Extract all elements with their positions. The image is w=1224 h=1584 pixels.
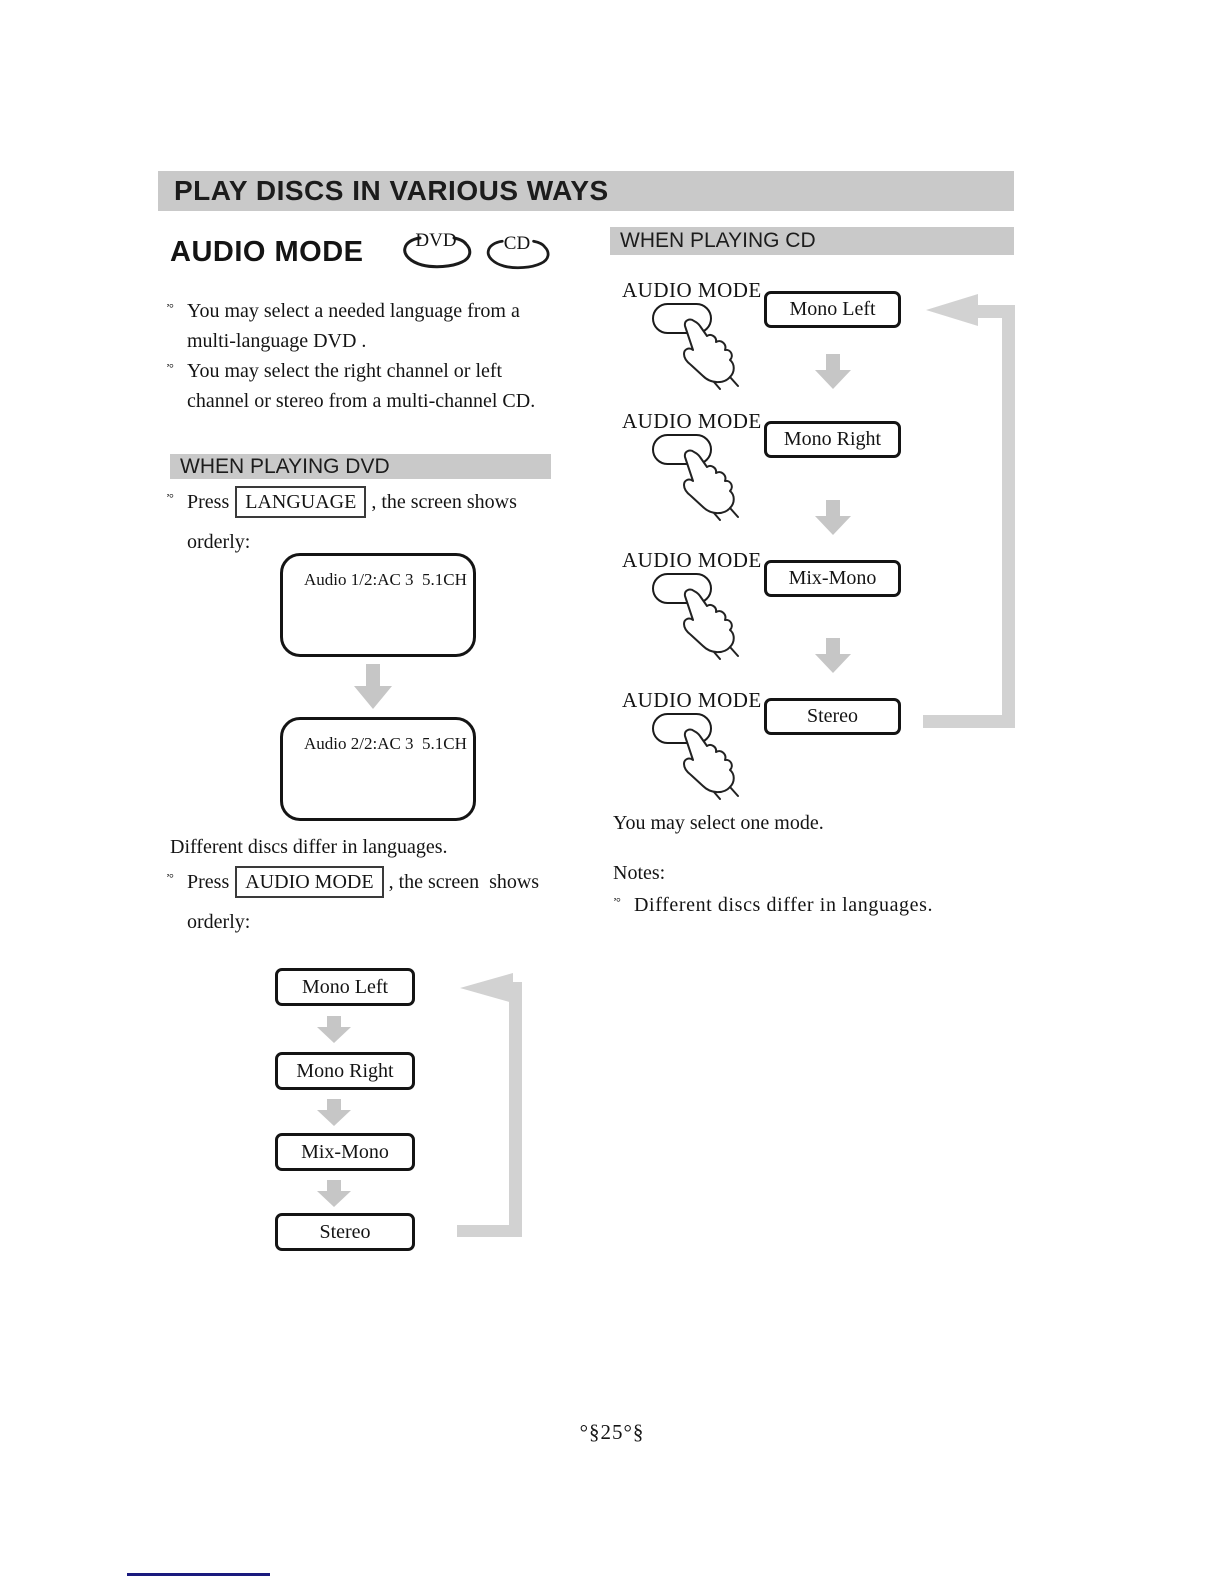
bullet-icon: ʼ° <box>166 871 174 885</box>
mode-box-mono-left: Mono Left <box>275 968 415 1006</box>
pressing-hand-icon <box>683 449 739 521</box>
page-title: PLAY DISCS IN VARIOUS WAYS <box>158 171 1014 211</box>
notes-title: Notes: <box>613 862 666 884</box>
loop-arrowhead-icon <box>923 294 978 326</box>
cd-badge-icon: CD <box>482 233 552 281</box>
cd-step-row: AUDIO MODE Mono Right <box>622 409 922 521</box>
note-item: ʼ° Different discs differ in languages. <box>613 890 1013 920</box>
select-mode-text: You may select one mode. <box>613 812 824 834</box>
down-arrow-icon <box>815 354 851 389</box>
instruction-text: orderly: <box>187 911 251 933</box>
bullet-icon: ʼ° <box>166 361 174 375</box>
audio-mode-button-icon <box>652 573 712 604</box>
down-arrow-icon <box>317 1099 351 1126</box>
section-header-dvd: WHEN PLAYING DVD <box>170 454 551 479</box>
bullet-text: You may select the right channel or left… <box>187 360 536 412</box>
bullet-icon: ʼ° <box>166 301 174 315</box>
down-arrow-icon <box>354 664 392 709</box>
down-arrow-icon <box>317 1180 351 1207</box>
press-prefix: Press <box>187 491 230 513</box>
loop-arrowhead-icon <box>457 973 513 1003</box>
mode-box-mono-left: Mono Left <box>764 291 901 328</box>
osd-text: Audio 1/2:AC 3 5.1CH <box>304 570 467 589</box>
bullet-icon: ʼ° <box>166 491 174 505</box>
loop-line-vertical <box>1002 305 1015 728</box>
intro-bullets: ʼ° You may select a needed language from… <box>166 296 558 416</box>
note-text: Different discs differ in languages. <box>634 894 934 916</box>
cd-step-row: AUDIO MODE Stereo <box>622 688 922 800</box>
osd-text: Audio 2/2:AC 3 5.1CH <box>304 734 467 753</box>
down-arrow-icon <box>317 1016 351 1043</box>
mode-box-stereo: Stereo <box>275 1213 415 1251</box>
dvd-badge-label: DVD <box>415 230 457 251</box>
pressing-hand-icon <box>683 728 739 800</box>
mode-box-mix-mono: Mix-Mono <box>764 560 901 597</box>
mode-box-mix-mono: Mix-Mono <box>275 1133 415 1171</box>
footer-rule <box>127 1573 270 1576</box>
pressing-hand-icon <box>683 588 739 660</box>
bullet-text: You may select a needed language from a … <box>187 300 520 352</box>
press-suffix: , the screen shows <box>383 871 540 893</box>
page-number: °§25°§ <box>579 1420 645 1444</box>
mode-box-mono-right: Mono Right <box>275 1052 415 1090</box>
audio-mode-button-label: AUDIO MODE <box>622 278 762 302</box>
osd-screen-1: Audio 1/2:AC 3 5.1CH <box>280 553 476 657</box>
audio-mode-heading: AUDIO MODE <box>170 236 364 268</box>
cd-ellipse-icon <box>486 239 550 270</box>
bullet-item: ʼ° You may select the right channel or l… <box>166 356 558 416</box>
cd-step-row: AUDIO MODE Mono Left <box>622 278 922 390</box>
down-arrow-icon <box>815 638 851 673</box>
language-key-label: LANGUAGE <box>235 486 367 518</box>
cd-badge-label: CD <box>503 233 531 254</box>
press-prefix: Press <box>187 871 230 893</box>
bullet-icon: ʼ° <box>613 895 621 909</box>
instruction-text: orderly: <box>187 531 251 553</box>
osd-screen-2: Audio 2/2:AC 3 5.1CH <box>280 717 476 821</box>
down-arrow-icon <box>815 500 851 535</box>
dvd-ellipse-icon <box>403 236 472 269</box>
section-header-cd: WHEN PLAYING CD <box>610 227 1014 255</box>
audio-mode-button-label: AUDIO MODE <box>622 688 762 712</box>
loop-line-horizontal <box>457 1225 522 1237</box>
loop-line-horizontal <box>923 715 1015 728</box>
audio-mode-button-label: AUDIO MODE <box>622 548 762 572</box>
loop-line-vertical <box>509 982 522 1237</box>
mode-box-mono-right: Mono Right <box>764 421 901 458</box>
audio-mode-button-label: AUDIO MODE <box>622 409 762 433</box>
pressing-hand-icon <box>683 318 739 390</box>
press-suffix: , the screen shows <box>366 491 517 513</box>
bullet-item: ʼ° You may select a needed language from… <box>166 296 558 356</box>
cd-step-row: AUDIO MODE Mix-Mono <box>622 548 922 660</box>
audio-mode-key-label: AUDIO MODE <box>235 866 384 898</box>
mode-box-stereo: Stereo <box>764 698 901 735</box>
divider-text: Different discs differ in languages. <box>170 836 448 858</box>
dvd-badge-icon: DVD <box>398 230 474 278</box>
